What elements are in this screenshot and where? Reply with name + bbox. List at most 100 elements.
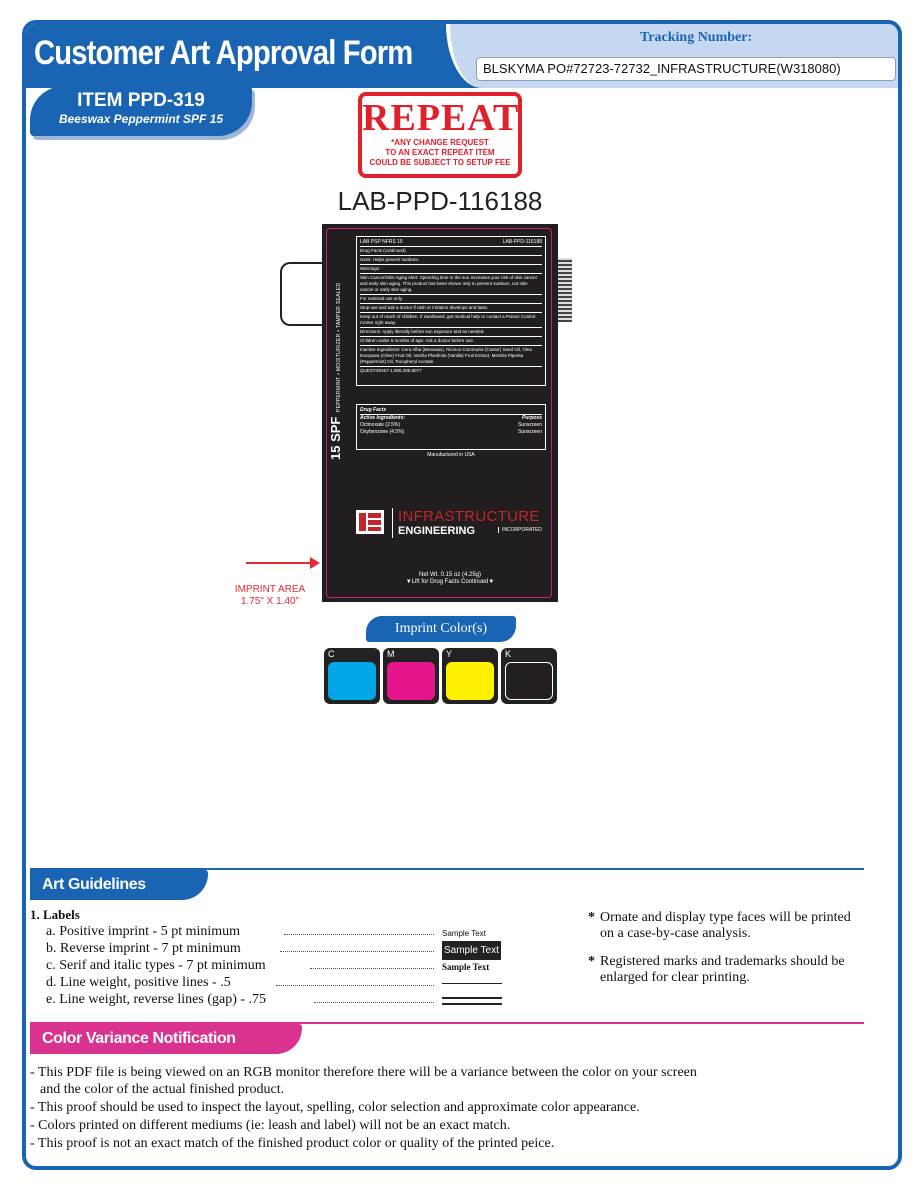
- guideline-row: e. Line weight, reverse lines (gap) - .7…: [30, 991, 590, 1008]
- swatch-chip: [505, 662, 553, 700]
- fact-line: For external use only.: [360, 294, 542, 302]
- fact-line: Keep out of reach of children. If swallo…: [360, 312, 542, 326]
- company-logo: INFRASTRUCTURE ENGINEERING INCORPORATED: [356, 508, 552, 542]
- swatch-chip: [328, 662, 376, 700]
- guideline-row: d. Line weight, positive lines - .5: [30, 974, 590, 991]
- label-artwork: PEPPERMINT • MOISTURIZER • TAMPER SEALED…: [322, 224, 558, 602]
- imprint-area-size: 1.75" X 1.40": [240, 596, 300, 607]
- guideline-row: a. Positive imprint - 5 pt minimum Sampl…: [30, 923, 590, 940]
- swatch-letter: M: [387, 649, 395, 659]
- repeat-stamp-note-3: COULD BE SUBJECT TO SETUP FEE: [369, 158, 511, 167]
- guideline-text: c. Serif and italic types - 7 pt minimum: [46, 958, 266, 973]
- spf-side-text: PEPPERMINT • MOISTURIZER • TAMPER SEALED: [336, 282, 342, 412]
- imprint-area-label: IMPRINT AREA 1.75" X 1.40": [222, 584, 318, 608]
- drug-facts-title: Drug Facts: [360, 407, 387, 413]
- fact-line: Children under 6 months of age: Ask a do…: [360, 336, 542, 344]
- art-guidelines-list: 1. Labels a. Positive imprint - 5 pt min…: [30, 888, 590, 1008]
- sample-reverse: Sample Text: [442, 941, 501, 960]
- color-variance-tab: Color Variance Notification: [30, 1024, 302, 1054]
- guidelines-heading: 1. Labels: [30, 907, 80, 922]
- tracking-number-field[interactable]: BLSKYMA PO#72723-72732_INFRASTRUCTURE(W3…: [476, 57, 896, 81]
- spf-big-text: 15 SPF: [328, 416, 343, 460]
- swatch-chip: [387, 662, 435, 700]
- repeat-stamp-note-1: *ANY CHANGE REQUEST: [391, 138, 489, 147]
- tracking-panel: Tracking Number: BLSKYMA PO#72723-72732_…: [446, 24, 898, 88]
- active-purpose: Sunscreen: [518, 422, 542, 428]
- guideline-note: Registered marks and trademarks should b…: [588, 954, 858, 986]
- label-die-line: [326, 228, 552, 598]
- net-weight: Net Wt. 0.15 oz (4.25g) ▼Lift for Drug F…: [352, 572, 548, 586]
- guideline-note: Ornate and display type faces will be pr…: [588, 910, 858, 942]
- fact-line: Warnings:: [360, 264, 542, 272]
- sample-positive: Sample Text: [442, 929, 486, 938]
- imprint-arrow-icon: [246, 557, 320, 569]
- fact-line: Uses: Helps prevent sunburn.: [360, 255, 542, 263]
- swatch-chip: [446, 662, 494, 700]
- variance-item: - Colors printed on different mediums (i…: [30, 1118, 511, 1133]
- active-label: Active Ingredients:: [360, 415, 406, 421]
- lift-note: ▼Lift for Drug Facts Continued▼: [405, 579, 495, 585]
- active-name: Oxybenzone (4.5%): [360, 429, 405, 435]
- guideline-leader: [314, 1002, 434, 1003]
- active-header-row: Active Ingredients: Purpose: [360, 414, 542, 422]
- guideline-row: c. Serif and italic types - 7 pt minimum…: [30, 957, 590, 974]
- art-guidelines-notes: Ornate and display type faces will be pr…: [588, 910, 858, 998]
- repeat-stamp: REPEAT *ANY CHANGE REQUEST TO AN EXACT R…: [358, 92, 522, 178]
- fact-line: Directions: Apply liberally before sun e…: [360, 327, 542, 335]
- logo-line-3: INCORPORATED: [498, 527, 542, 533]
- item-badge: ITEM PPD-319 Beeswax Peppermint SPF 15: [30, 86, 252, 136]
- sample-reverse-line: [442, 997, 502, 1005]
- variance-item: - This proof is not an exact match of th…: [30, 1136, 555, 1151]
- repeat-stamp-note-2: TO AN EXACT REPEAT ITEM: [385, 148, 495, 157]
- active-purpose: Sunscreen: [518, 429, 542, 435]
- logo-line-1: INFRASTRUCTURE: [398, 508, 540, 525]
- imprint-color-swatches: C M Y K: [324, 648, 564, 704]
- fact-line: Stop use and ask a doctor if rash or irr…: [360, 303, 542, 311]
- variance-item: - This proof should be used to inspect t…: [30, 1100, 640, 1115]
- sample-serif: Sample Text: [442, 962, 490, 972]
- drug-facts-panel: Drug Facts Active Ingredients: Purpose O…: [356, 404, 546, 450]
- active-row: Octinoxate (2.5%) Sunscreen: [360, 422, 542, 429]
- guideline-leader: [276, 985, 434, 986]
- color-variance-rule: [30, 1022, 864, 1024]
- tracking-number-label: Tracking Number:: [640, 30, 753, 45]
- item-name: Beeswax Peppermint SPF 15: [58, 112, 224, 126]
- sample-positive-line: [442, 983, 502, 984]
- guideline-text: e. Line weight, reverse lines (gap) - .7…: [46, 992, 267, 1007]
- facts-header-right: LAB-PPD-116188: [502, 239, 542, 245]
- made-in-text: Manufactured in USA: [427, 452, 475, 458]
- guideline-row: b. Reverse imprint - 7 pt minimum Sample…: [30, 940, 590, 960]
- lab-id: LAB-PPD-116188: [337, 186, 543, 216]
- leash-loop-outline: [280, 262, 326, 326]
- guideline-leader: [284, 934, 434, 935]
- purpose-label: Purpose: [521, 415, 542, 421]
- item-code: ITEM PPD-319: [77, 90, 205, 111]
- logo-line-2: ENGINEERING: [398, 525, 476, 537]
- swatch-letter: K: [505, 649, 512, 659]
- variance-item: - This PDF file is being viewed on an RG…: [30, 1065, 697, 1097]
- approval-form-frame: Customer Art Approval Form Tracking Numb…: [22, 20, 902, 1170]
- barcode-strip: [558, 258, 572, 322]
- swatch-letter: Y: [446, 649, 453, 659]
- swatch-black: K: [501, 648, 557, 704]
- facts-header-left: LAB PSP NFRS 15: [360, 239, 403, 245]
- drug-facts-continued-panel: LAB PSP NFRS 15 LAB-PPD-116188 Drug Fact…: [356, 236, 546, 386]
- guideline-leader: [310, 968, 434, 969]
- art-guidelines-tab: Art Guidelines: [30, 870, 208, 900]
- facts-header: LAB PSP NFRS 15 LAB-PPD-116188: [360, 239, 542, 245]
- fact-line: QUESTIONS? 1.855.296.8077: [360, 366, 542, 374]
- guideline-text: a. Positive imprint - 5 pt minimum: [46, 924, 241, 939]
- active-name: Octinoxate (2.5%): [360, 422, 401, 428]
- color-variance-list: - This PDF file is being viewed on an RG…: [30, 1064, 850, 1153]
- logo-divider: [392, 508, 393, 538]
- imprint-area-title: IMPRINT AREA: [234, 584, 306, 595]
- form-title: Customer Art Approval Form: [34, 34, 413, 72]
- art-guidelines-rule: [30, 868, 864, 870]
- logo-mark-icon: [356, 510, 384, 534]
- swatch-magenta: M: [383, 648, 439, 704]
- guideline-leader: [280, 951, 434, 952]
- imprint-colors-label: Imprint Color(s): [366, 616, 516, 642]
- guideline-text: d. Line weight, positive lines - .5: [46, 975, 231, 990]
- swatch-yellow: Y: [442, 648, 498, 704]
- guideline-text: b. Reverse imprint - 7 pt minimum: [46, 941, 241, 956]
